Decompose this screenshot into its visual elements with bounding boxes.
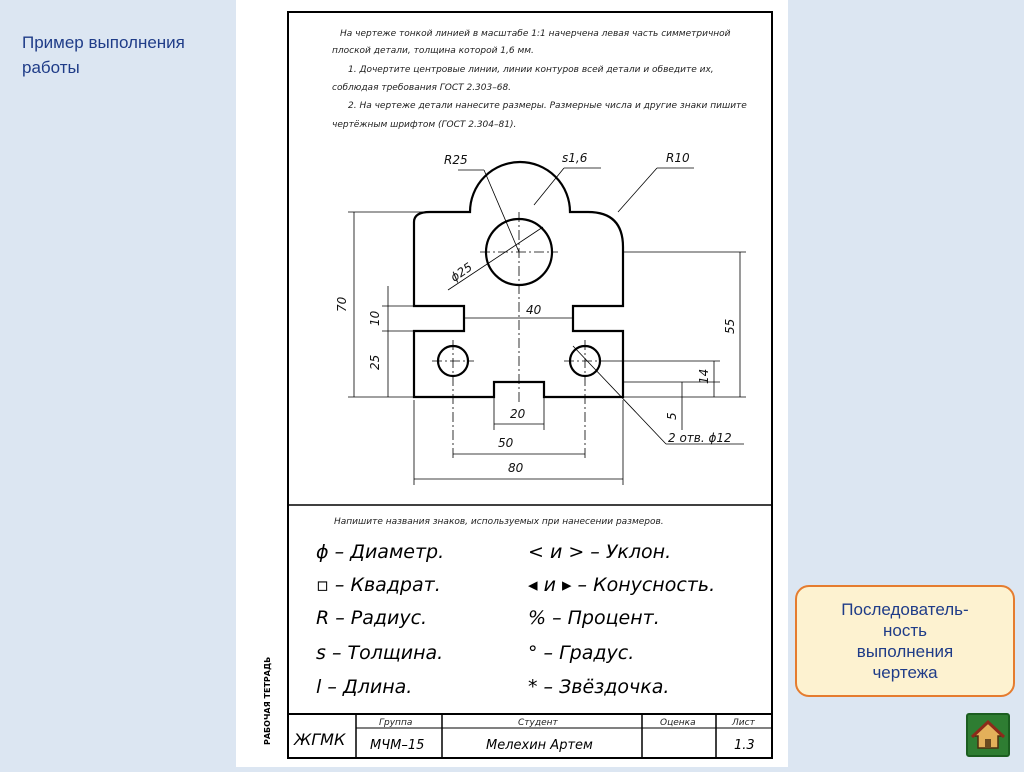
dim-s16: s1,6 <box>562 151 588 165</box>
symbol-item: * – Звёздочка. <box>528 676 669 698</box>
task-line: соблюдая требования ГОСТ 2.303–68. <box>332 83 511 93</box>
dim-r10: R10 <box>666 151 690 165</box>
leader-line <box>572 345 667 445</box>
symbol-item: ▫ – Квадрат. <box>316 574 441 596</box>
symbol-item: s – Толщина. <box>316 642 443 664</box>
task-line: чертёжным шрифтом (ГОСТ 2.304–81). <box>332 120 516 130</box>
dim-80: 80 <box>508 461 524 475</box>
group-label: Группа <box>379 718 412 728</box>
drawing-svg: РАБОЧАЯ ТЕТРАДЬ На чертеже тонкой линией… <box>263 11 773 759</box>
task-line: 2. На чертеже детали нанесите размеры. Р… <box>348 101 747 111</box>
symbol-item: R – Радиус. <box>316 607 427 629</box>
question-text: Напишите названия знаков, используемых п… <box>334 517 664 527</box>
symbol-item: < и > – Уклон. <box>528 541 671 563</box>
dim-55: 55 <box>723 319 737 334</box>
leader-line <box>533 167 565 206</box>
sequence-button[interactable]: Последователь- ность выполнения чертежа <box>795 585 1015 697</box>
sequence-button-label: Последователь- ность выполнения чертежа <box>841 600 969 682</box>
task-line: 1. Дочертите центровые линии, линии конт… <box>348 65 714 75</box>
dim-25: 25 <box>368 355 382 370</box>
dim-14: 14 <box>697 369 711 384</box>
dim-70: 70 <box>335 296 349 312</box>
title-block <box>287 713 773 759</box>
org-name: ЖГМК <box>293 730 346 749</box>
dim-20: 20 <box>510 407 526 421</box>
task-line: плоской детали, толщина которой 1,6 мм. <box>332 46 534 56</box>
symbol-item: l – Длина. <box>316 676 412 698</box>
task-line: На чертеже тонкой линией в масштабе 1:1 … <box>340 29 731 39</box>
leader-line <box>483 169 520 253</box>
dim-5: 5 <box>665 412 679 420</box>
dim-50: 50 <box>498 436 514 450</box>
grade-label: Оценка <box>660 718 696 728</box>
dim-r25: R25 <box>444 153 468 167</box>
home-button[interactable] <box>966 713 1010 757</box>
dim-40: 40 <box>526 303 542 317</box>
left-panel: Пример выполнения работы <box>0 0 236 767</box>
sheet-value: 1.3 <box>734 738 755 753</box>
leader-line <box>447 226 544 291</box>
drawing-sheet: РАБОЧАЯ ТЕТРАДЬ На чертеже тонкой линией… <box>236 0 788 767</box>
side-label: РАБОЧАЯ ТЕТРАДЬ <box>263 657 272 745</box>
student-value: Мелехин Артем <box>486 738 593 753</box>
dim-holes: 2 отв. ϕ12 <box>668 431 732 445</box>
dim-10: 10 <box>368 310 382 326</box>
symbol-item: % – Процент. <box>528 607 660 629</box>
page-title: Пример выполнения работы <box>22 33 185 77</box>
symbol-item: ◂ и ▸ – Конусность. <box>528 574 715 596</box>
student-label: Студент <box>518 718 558 728</box>
sheet-label: Лист <box>731 718 756 728</box>
home-icon <box>970 719 1006 749</box>
symbol-item: ϕ – Диаметр. <box>316 541 444 563</box>
symbol-item: ° – Градус. <box>528 642 634 664</box>
part-outline <box>412 160 625 399</box>
group-value: МЧМ–15 <box>370 738 424 753</box>
leader-line <box>617 167 658 213</box>
